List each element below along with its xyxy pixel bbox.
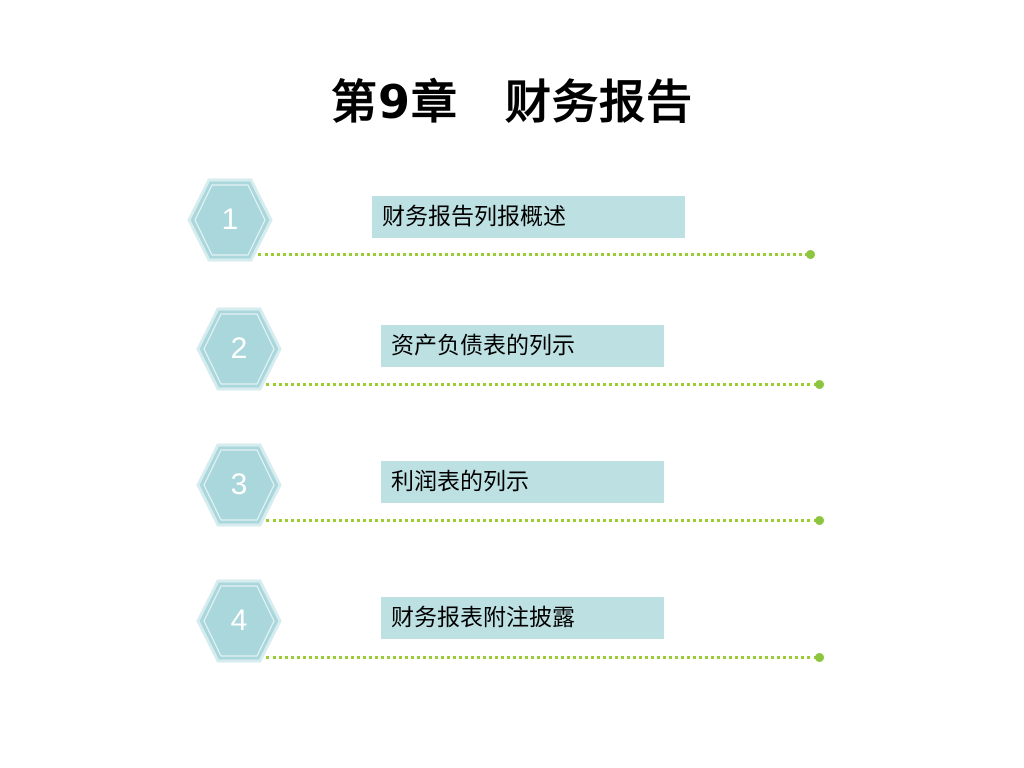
divider-line bbox=[266, 383, 817, 386]
item-number-badge: 4 bbox=[196, 578, 282, 664]
item-number: 2 bbox=[230, 332, 248, 365]
item-number-badge: 2 bbox=[196, 306, 282, 392]
item-number: 1 bbox=[221, 203, 239, 236]
page-title: 第9章 财务报告 bbox=[330, 75, 693, 129]
item-label: 财务报表附注披露 bbox=[381, 597, 664, 639]
item-number: 4 bbox=[230, 604, 248, 637]
item-label: 财务报告列报概述 bbox=[372, 196, 685, 238]
line-end-dot bbox=[815, 516, 824, 525]
divider-line bbox=[266, 519, 817, 522]
item-label: 利润表的列示 bbox=[381, 461, 664, 503]
divider-line bbox=[258, 253, 808, 256]
divider-line bbox=[266, 656, 817, 659]
hexagon-icon bbox=[196, 307, 282, 391]
item-number-badge: 3 bbox=[196, 442, 282, 528]
line-end-dot bbox=[806, 250, 815, 259]
line-end-dot bbox=[815, 380, 824, 389]
hexagon-icon bbox=[196, 443, 282, 527]
item-number-badge: 1 bbox=[187, 177, 273, 263]
line-end-dot bbox=[815, 653, 824, 662]
hexagon-icon bbox=[196, 579, 282, 663]
hexagon-icon bbox=[187, 178, 273, 262]
item-number: 3 bbox=[230, 468, 248, 501]
item-label: 资产负债表的列示 bbox=[381, 325, 664, 367]
